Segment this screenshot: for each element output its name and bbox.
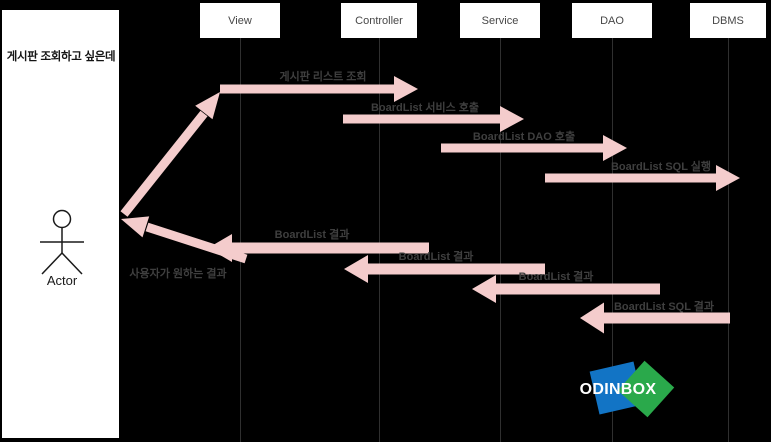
message-label-user-wanted-result: 사용자가 원하는 결과: [129, 268, 227, 280]
arrow-actor-to-view-head-icon: [195, 92, 220, 120]
lifeline-header-service-label: Service: [481, 14, 519, 27]
lifeline-dao: [612, 38, 613, 442]
speech-text: 게시판 조회하고 싶은데: [6, 51, 116, 63]
lifeline-controller: [379, 38, 380, 442]
arrow-view-to-actor-return-head-icon: [121, 216, 150, 238]
arrow-view-to-controller: [220, 76, 418, 102]
message-label-sql-execute: BoardList SQL 실행: [610, 161, 712, 173]
actor-label: Actor: [46, 273, 78, 288]
message-label-result-dao: BoardList 결과: [518, 271, 594, 283]
lifeline-header-view: View: [200, 3, 280, 38]
arrow-view-to-actor-return: [145, 222, 248, 264]
message-label-result-service: BoardList 결과: [398, 251, 474, 263]
actor-panel: 게시판 조회하고 싶은데 Actor: [2, 10, 119, 438]
lifeline-view: [240, 38, 241, 442]
message-label-board-list-query: 게시판 리스트 조회: [279, 71, 367, 83]
arrow-actor-to-view: [120, 110, 208, 217]
lifeline-dbms: [728, 38, 729, 442]
message-label-result-controller: BoardList 결과: [274, 229, 350, 241]
lifeline-header-dao: DAO: [572, 3, 652, 38]
message-label-service-call: BoardList 서비스 호출: [370, 102, 480, 114]
arrow-controller-to-view-return: [208, 234, 429, 262]
odinbox-logo: ODINBOX: [570, 350, 771, 442]
arrow-service-to-controller-return: [344, 255, 545, 283]
lifeline-header-controller: Controller: [341, 3, 417, 38]
lifeline-header-dao-label: DAO: [600, 14, 624, 27]
message-label-sql-result: BoardList SQL 결과: [613, 301, 715, 313]
lifeline-header-dbms-label: DBMS: [712, 14, 744, 27]
lifeline-header-dbms: DBMS: [690, 3, 766, 38]
actor-figure-icon: [40, 209, 84, 275]
arrow-dao-to-dbms: [545, 165, 740, 191]
lifeline-header-controller-label: Controller: [355, 14, 403, 27]
lifeline-header-service: Service: [460, 3, 540, 38]
logo-text: ODINBOX: [579, 381, 657, 398]
arrow-dbms-to-dao-return: [580, 302, 730, 334]
message-label-dao-call: BoardList DAO 호출: [472, 131, 576, 143]
lifeline-service: [500, 38, 501, 442]
lifeline-header-view-label: View: [228, 14, 252, 27]
arrow-controller-to-service: [343, 106, 524, 132]
arrow-service-to-dao: [441, 135, 627, 161]
arrow-dao-to-service-return: [472, 275, 660, 303]
